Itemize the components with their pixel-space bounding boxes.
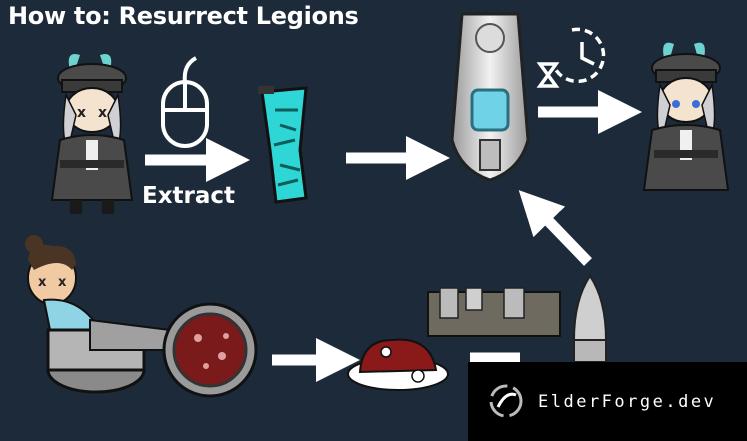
- mouse-icon: [161, 56, 209, 148]
- hourglass-clock-icon: [536, 27, 606, 88]
- data-chip-icon: [258, 86, 308, 204]
- svg-text:x: x: [77, 105, 86, 121]
- meat-pile-icon: [347, 338, 449, 391]
- capsule-icon: [572, 274, 608, 363]
- watermark-banner: [468, 362, 747, 441]
- extract-label: Extract: [142, 183, 236, 209]
- meat-grinder-icon: [46, 302, 258, 398]
- elderforge-logo-icon: [489, 384, 523, 418]
- svg-text:x: x: [98, 105, 107, 121]
- revived-officer-girl-icon: [642, 42, 730, 191]
- page-title: How to: Resurrect Legions: [8, 2, 359, 30]
- watermark-text: ElderForge.dev: [538, 392, 717, 412]
- svg-text:x: x: [58, 275, 67, 290]
- svg-text:x: x: [38, 275, 47, 290]
- resurrection-pod-icon: [450, 12, 530, 182]
- arrow-up-left-icon: [518, 190, 592, 266]
- machine-bench-icon: [427, 287, 561, 337]
- dead-officer-girl-icon: x x: [50, 54, 134, 214]
